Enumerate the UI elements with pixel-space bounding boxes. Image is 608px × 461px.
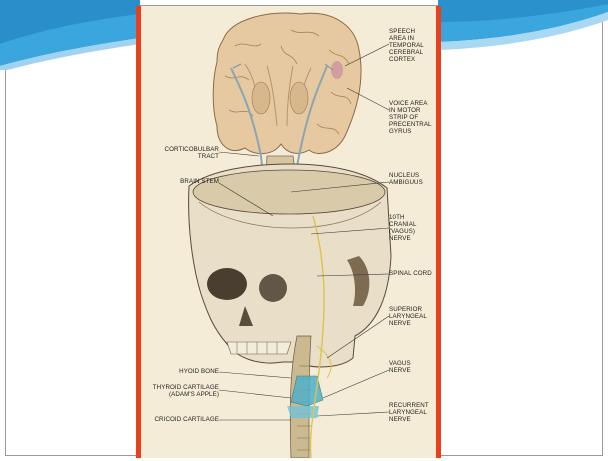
label-10th-cranial-nerve: 10TH CRANIAL (VAGUS) NERVE: [389, 214, 417, 242]
label-spinal-cord: SPINAL CORD: [389, 270, 432, 277]
label-brain-stem: BRAIN STEM: [149, 178, 219, 185]
anatomy-illustration: SPEECH AREA IN TEMPORAL CEREBRAL CORTEX …: [136, 6, 441, 458]
label-voice-area: VOICE AREA IN MOTOR STRIP OF PRECENTRAL …: [389, 100, 432, 135]
skull-illustration: [189, 164, 391, 367]
top-left-swoosh: [0, 0, 140, 70]
label-hyoid-bone: HYOID BONE: [149, 368, 219, 375]
top-right-swoosh: [438, 0, 608, 70]
label-thyroid-cartilage: THYROID CARTILAGE (ADAM'S APPLE): [139, 384, 219, 398]
label-cricoid-cartilage: CRICOID CARTILAGE: [139, 416, 219, 423]
label-corticobulbar-tract: CORTICOBULBAR TRACT: [149, 146, 219, 160]
label-vagus-nerve: VAGUS NERVE: [389, 360, 411, 374]
label-speech-area: SPEECH AREA IN TEMPORAL CEREBRAL CORTEX: [389, 28, 424, 63]
label-nucleus-ambiguus: NUCLEUS AMBIGUUS: [389, 172, 423, 186]
label-recurrent-laryngeal-nerve: RECURRENT LARYNGEAL NERVE: [389, 402, 429, 423]
label-superior-laryngeal-nerve: SUPERIOR LARYNGEAL NERVE: [389, 306, 427, 327]
